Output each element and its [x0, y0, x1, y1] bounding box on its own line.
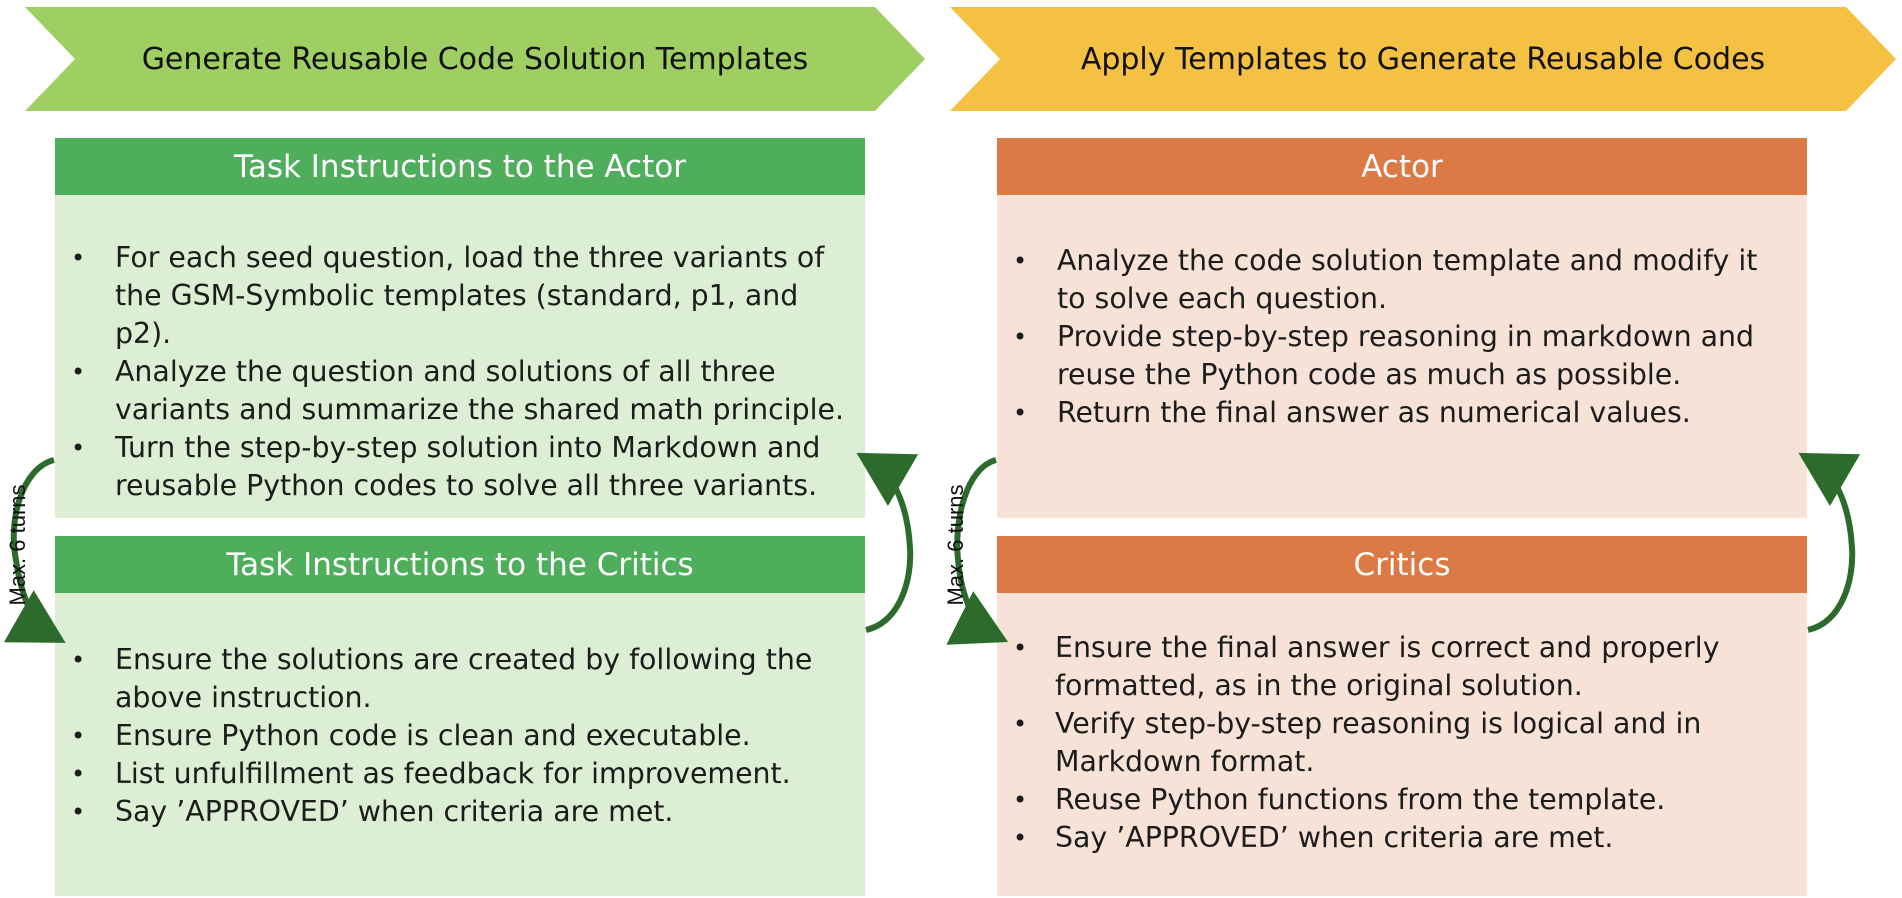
list-item: Ensure the final answer is correct and p… [997, 629, 1807, 705]
right-critics-list: Ensure the final answer is correct and p… [997, 629, 1807, 857]
left-actor-box: Task Instructions to the Actor For each … [55, 138, 865, 518]
right-banner: Apply Templates to Generate Reusable Cod… [950, 7, 1896, 111]
right-actor-box-title: Actor [997, 138, 1807, 195]
left-actor-list: For each seed question, load the three v… [55, 239, 865, 505]
left-up-arrow [856, 452, 919, 633]
list-item: Turn the step-by-step solution into Mark… [55, 429, 865, 505]
right-banner-chevron [950, 7, 1896, 111]
right-loop-label: Max. 6 turns [943, 484, 968, 606]
right-down-arrow [946, 457, 1009, 645]
list-item: Reuse Python functions from the template… [997, 781, 1807, 819]
left-actor-box-body: For each seed question, load the three v… [55, 195, 865, 518]
list-item: Ensure Python code is clean and executab… [55, 717, 865, 755]
right-actor-list: Analyze the code solution template and m… [997, 242, 1807, 432]
list-item: Analyze the question and solutions of al… [55, 353, 865, 429]
list-item: Provide step-by-step reasoning in markdo… [997, 318, 1807, 394]
right-actor-box-body: Analyze the code solution template and m… [997, 195, 1807, 518]
left-banner-chevron [25, 7, 925, 111]
right-critics-box: Critics Ensure the final answer is corre… [997, 536, 1807, 896]
left-banner: Generate Reusable Code Solution Template… [25, 7, 925, 111]
left-critics-box-title: Task Instructions to the Critics [55, 536, 865, 593]
list-item: Say ’APPROVED’ when criteria are met. [997, 819, 1807, 857]
list-item: Return the final answer as numerical val… [997, 394, 1807, 432]
list-item: Ensure the solutions are created by foll… [55, 641, 865, 717]
right-up-arrow [1798, 452, 1861, 633]
left-banner-title: Generate Reusable Code Solution Template… [141, 41, 809, 77]
list-item: Analyze the code solution template and m… [997, 242, 1807, 318]
list-item: Verify step-by-step reasoning is logical… [997, 705, 1807, 781]
right-actor-box: Actor Analyze the code solution template… [997, 138, 1807, 518]
list-item: List unfulfillment as feedback for impro… [55, 755, 865, 793]
left-critics-box-body: Ensure the solutions are created by foll… [55, 593, 865, 896]
left-actor-box-title: Task Instructions to the Actor [55, 138, 865, 195]
list-item: For each seed question, load the three v… [55, 239, 865, 353]
left-down-arrow [3, 457, 66, 643]
left-critics-box: Task Instructions to the Critics Ensure … [55, 536, 865, 896]
left-loop-label: Max. 6 turns [5, 484, 30, 606]
list-item: Say ’APPROVED’ when criteria are met. [55, 793, 865, 831]
left-critics-list: Ensure the solutions are created by foll… [55, 641, 865, 831]
right-critics-box-title: Critics [997, 536, 1807, 593]
right-critics-box-body: Ensure the final answer is correct and p… [997, 593, 1807, 896]
right-banner-title: Apply Templates to Generate Reusable Cod… [1080, 41, 1766, 77]
